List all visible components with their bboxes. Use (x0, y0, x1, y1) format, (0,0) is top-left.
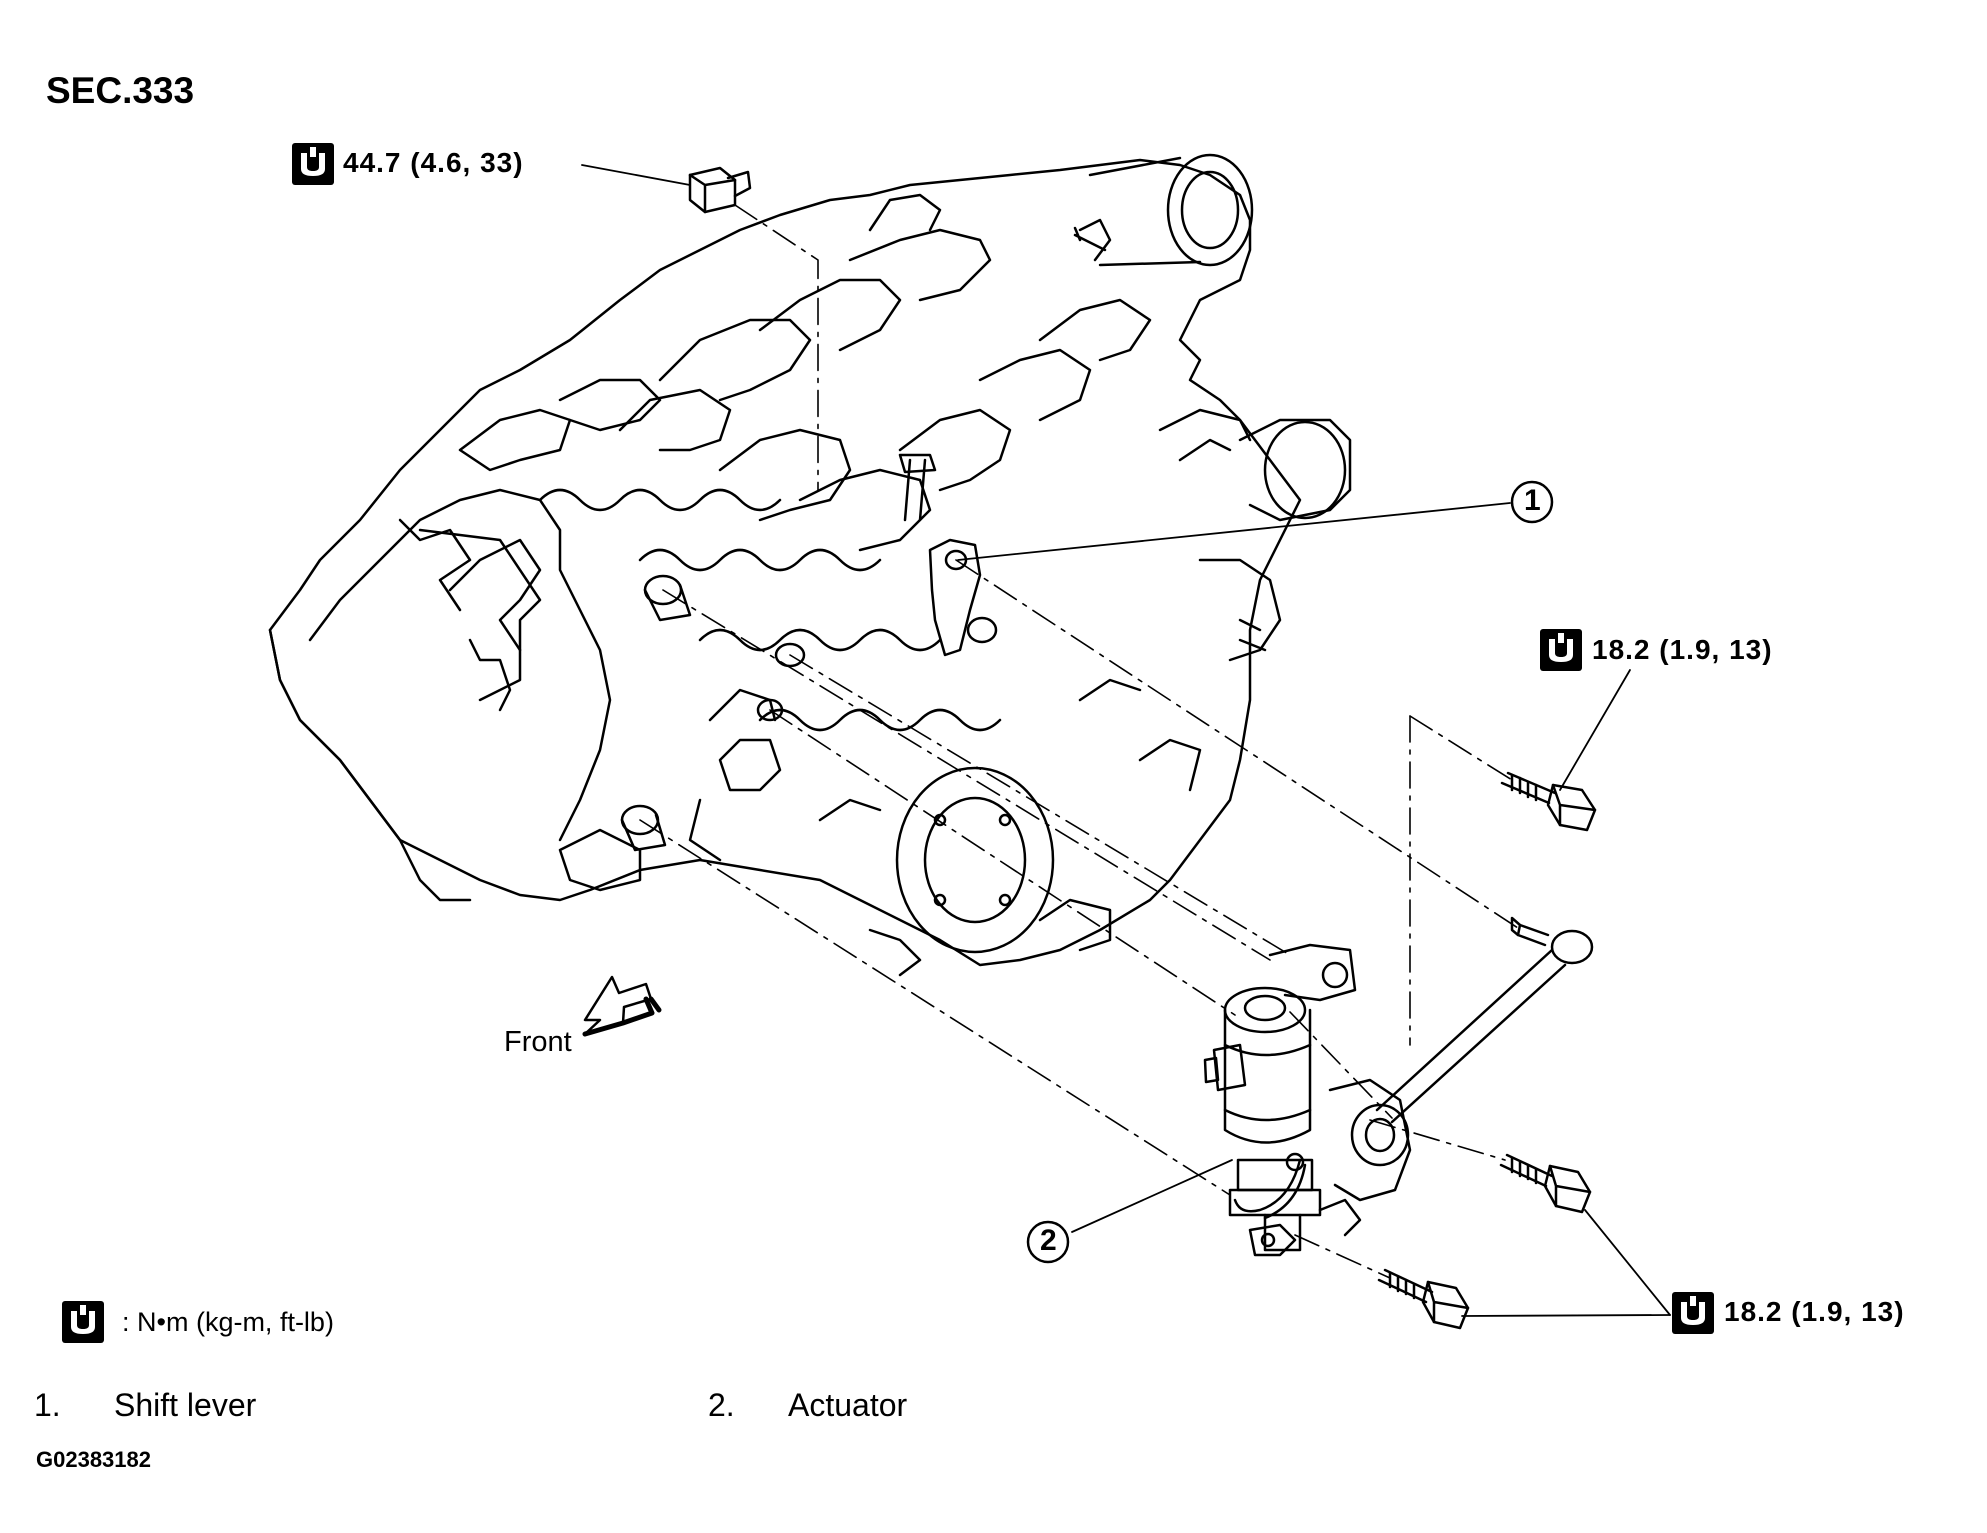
torque-wrench-icon (1672, 1292, 1714, 1334)
callout-circles (1026, 480, 1554, 1264)
link-rod (1375, 916, 1594, 1124)
torque-wrench-icon (1540, 629, 1582, 671)
torque-spec-right: 18.2 (1.9, 13) (1592, 634, 1773, 665)
right-bolt-lower (1377, 1268, 1470, 1330)
section-label: SEC.333 (46, 70, 195, 111)
right-bolt-middle (1499, 1153, 1592, 1214)
front-label: Front (504, 1026, 572, 1058)
torque-wrench-icon (62, 1301, 104, 1343)
leader-lines (581, 164, 1671, 1317)
callout-1: 1 (1524, 484, 1541, 517)
part-2-number: 2. (708, 1387, 735, 1423)
transfer-case (268, 153, 1352, 977)
torque-spec-bottom: 18.2 (1.9, 13) (1724, 1296, 1905, 1327)
part-2-label: Actuator (788, 1387, 908, 1423)
figure-id: G02383182 (36, 1447, 151, 1472)
torque-wrench-icon (292, 143, 334, 185)
top-bolt (688, 166, 752, 214)
torque-spec-top: 44.7 (4.6, 33) (343, 147, 524, 178)
callout-2: 2 (1040, 1224, 1057, 1257)
part-1-label: Shift lever (114, 1387, 257, 1423)
alignment-lines (639, 204, 1519, 1279)
torque-unit-legend: : N•m (kg-m, ft-lb) (122, 1307, 334, 1337)
right-bolt-upper (1500, 771, 1597, 832)
front-arrow-icon (582, 975, 662, 1037)
actuator-drawing (1203, 943, 1412, 1257)
part-1-number: 1. (34, 1387, 61, 1423)
